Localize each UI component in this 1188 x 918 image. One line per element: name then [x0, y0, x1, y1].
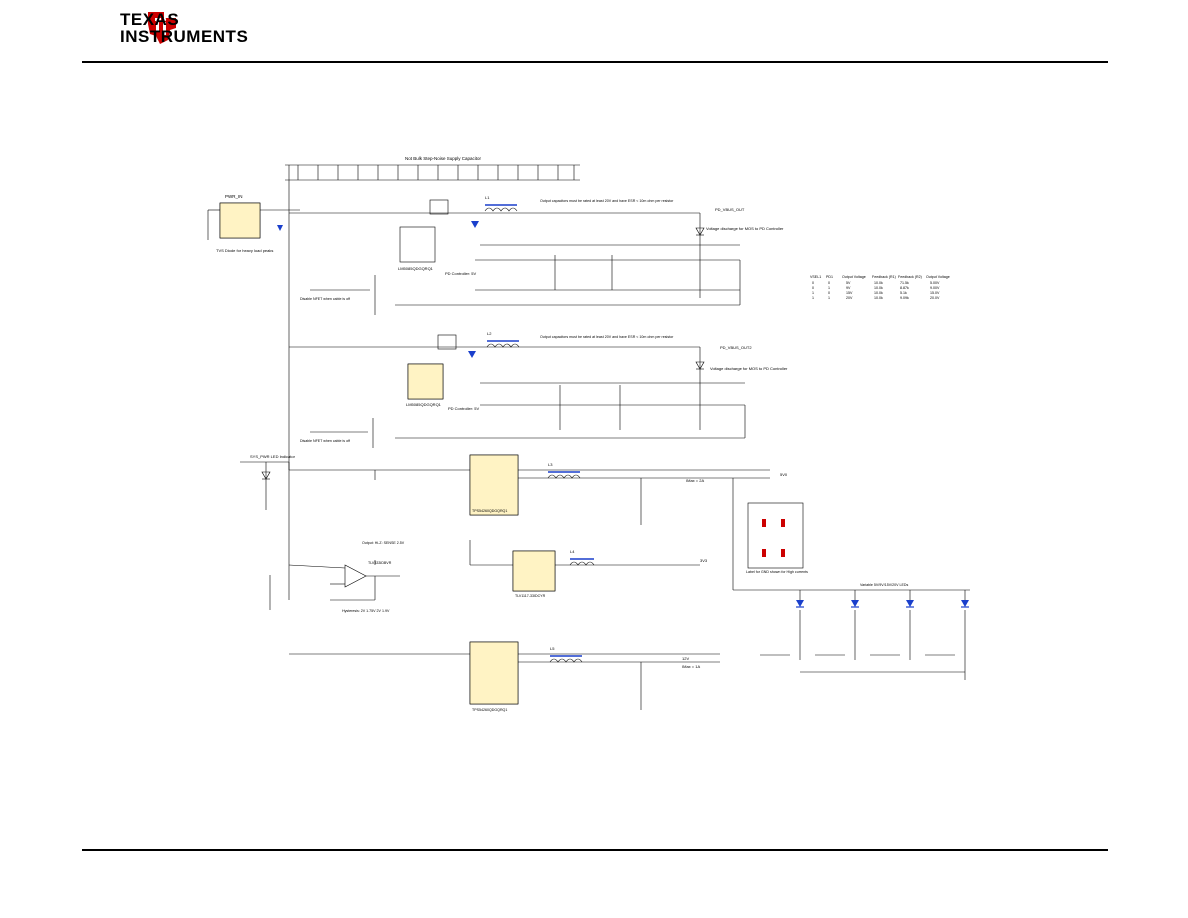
- vsel-r0c5: 5.00V: [930, 281, 940, 285]
- vsel-r1c1: 1: [828, 286, 830, 290]
- vsel-r1c5: 9.00V: [930, 286, 940, 290]
- pwr-led-note: SYS_PWR LED Indicator: [250, 454, 296, 459]
- tvs-note: TVS Diode for heavy load peaks: [216, 248, 273, 253]
- vsel-r1c4: 8.87k: [900, 286, 909, 290]
- buck2-enable: Disable NFET when cable is off: [300, 439, 350, 443]
- red-testpoints: [762, 519, 785, 557]
- buck1-enable: Disable NFET when cable is off: [300, 297, 350, 301]
- vsel-r1c3: 10.0k: [874, 286, 883, 290]
- vsel-h0: VSEL1: [810, 275, 821, 279]
- zener-icons: [277, 221, 479, 358]
- vsel-r3c5: 20.0V: [930, 296, 940, 300]
- opamp-note: Output: Hi-Z: SENSE 2.5V: [362, 541, 405, 545]
- vsel-table: VSEL1 PD1 Output Voltage Feedback (R1) F…: [810, 275, 950, 300]
- buck4-note: IMax = 1A: [682, 664, 700, 669]
- buck2-output: PD_VBUS_OUT2: [720, 345, 752, 350]
- vsel-r0c0: 0: [812, 281, 814, 285]
- vsel-r3c1: 1: [828, 296, 830, 300]
- vsel-r3c4: 9.09k: [900, 296, 909, 300]
- vsel-r1c2: 9V: [846, 286, 851, 290]
- buck1-ic: LM5085QDGQRQ1: [398, 266, 434, 271]
- buck1-fet-note: PD Controller: 5V: [445, 271, 476, 276]
- vsel-r0c3: 10.0k: [874, 281, 883, 285]
- ldo-inductor: L4: [570, 549, 575, 554]
- buck4-ic: TPS54260QDGQRQ1: [472, 708, 507, 712]
- buck2-cap-note: Output capacitors must be rated at least…: [540, 335, 674, 339]
- logo-texas: TEXAS: [120, 10, 180, 29]
- bulk-caps-title: Not Bulk Step-Noise Supply Capacitor: [405, 156, 482, 161]
- vsel-h3: Feedback (R1): [872, 275, 896, 279]
- buck2-fet-note: PD Controller: 5V: [448, 406, 479, 411]
- buck3-ic: TPS54260QDGQRQ1: [472, 509, 507, 513]
- vsel-r2c1: 0: [828, 291, 830, 295]
- led-bank-icons: [796, 600, 969, 607]
- vsel-r0c1: 0: [828, 281, 830, 285]
- pwr-in-label: PWR_IN: [225, 194, 243, 199]
- buck1-output: PD_VBUS_OUT: [715, 207, 745, 212]
- buck4-inductor: L5: [550, 646, 555, 651]
- vsel-r2c3: 10.0k: [874, 291, 883, 295]
- buck1-discharge: Voltage discharge for MOS to PD Controll…: [706, 226, 784, 231]
- vsel-h1: PD1: [826, 275, 833, 279]
- buck2-inductor: L2: [487, 331, 492, 336]
- bulk-cap-row: [297, 165, 575, 180]
- bottom-rule: [82, 849, 1108, 851]
- ti-logo-icon: [148, 12, 176, 44]
- testpoint-note: Label for GND shown for High currents: [746, 570, 808, 574]
- vsel-r0c2: 5V: [846, 281, 851, 285]
- vsel-r0c4: 71.5k: [900, 281, 909, 285]
- ic-fill-highlights: [219, 202, 556, 705]
- vsel-h5: Output Voltage: [926, 275, 950, 279]
- vsel-r3c0: 1: [812, 296, 814, 300]
- vsel-r3c2: 20V: [846, 296, 853, 300]
- buck1-cap-note: Output capacitors must be rated at least…: [540, 199, 674, 203]
- vsel-h2: Output Voltage: [842, 275, 866, 279]
- buck4-output: 12V: [682, 656, 689, 661]
- inductor-bars: [485, 204, 594, 657]
- vsel-r2c0: 1: [812, 291, 814, 295]
- led-bank-note: Variable 5V/9V/15V/20V LEDs: [860, 583, 908, 587]
- ldo-output: 3V3: [700, 558, 708, 563]
- buck2-discharge: Voltage discharge for MOS to PD Controll…: [710, 366, 788, 371]
- vsel-r1c0: 0: [812, 286, 814, 290]
- vsel-h4: Feedback (R2): [898, 275, 922, 279]
- vsel-r2c5: 15.0V: [930, 291, 940, 295]
- opamp-ref-note: Hysteresis: 2V 1.75V 2V 1.9V: [342, 609, 390, 613]
- buck3-inductor: L3: [548, 462, 553, 467]
- vsel-r2c4: 5.1k: [900, 291, 907, 295]
- buck3-note: IMax = 2A: [686, 478, 704, 483]
- buck2-ic: LM5085QDGQRQ1: [406, 402, 442, 407]
- buck3-output: 5V0: [780, 472, 788, 477]
- buck1-inductor: L1: [485, 195, 490, 200]
- opamp-name: TLV333IDBVR: [368, 561, 392, 565]
- logo-instruments: INSTRUMENTS: [120, 27, 249, 46]
- top-rule: [82, 61, 1108, 63]
- vsel-r3c3: 10.0k: [874, 296, 883, 300]
- vsel-r2c2: 15V: [846, 291, 853, 295]
- ldo-ic: TLV1117-33IDCYR: [515, 594, 546, 598]
